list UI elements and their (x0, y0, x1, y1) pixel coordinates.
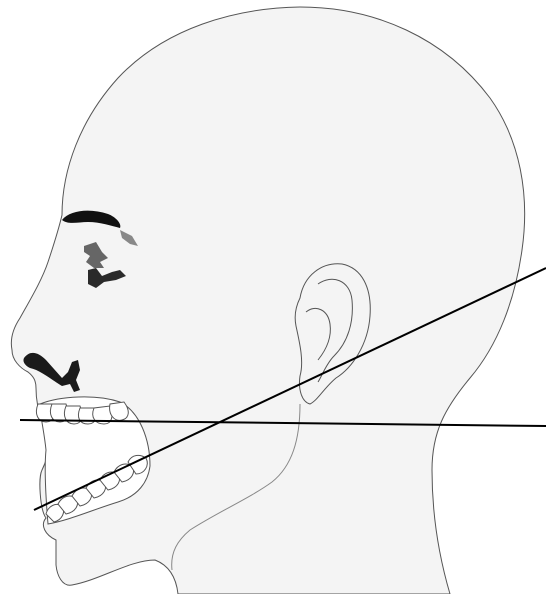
head-illustration (0, 0, 546, 594)
diagram (0, 0, 546, 594)
